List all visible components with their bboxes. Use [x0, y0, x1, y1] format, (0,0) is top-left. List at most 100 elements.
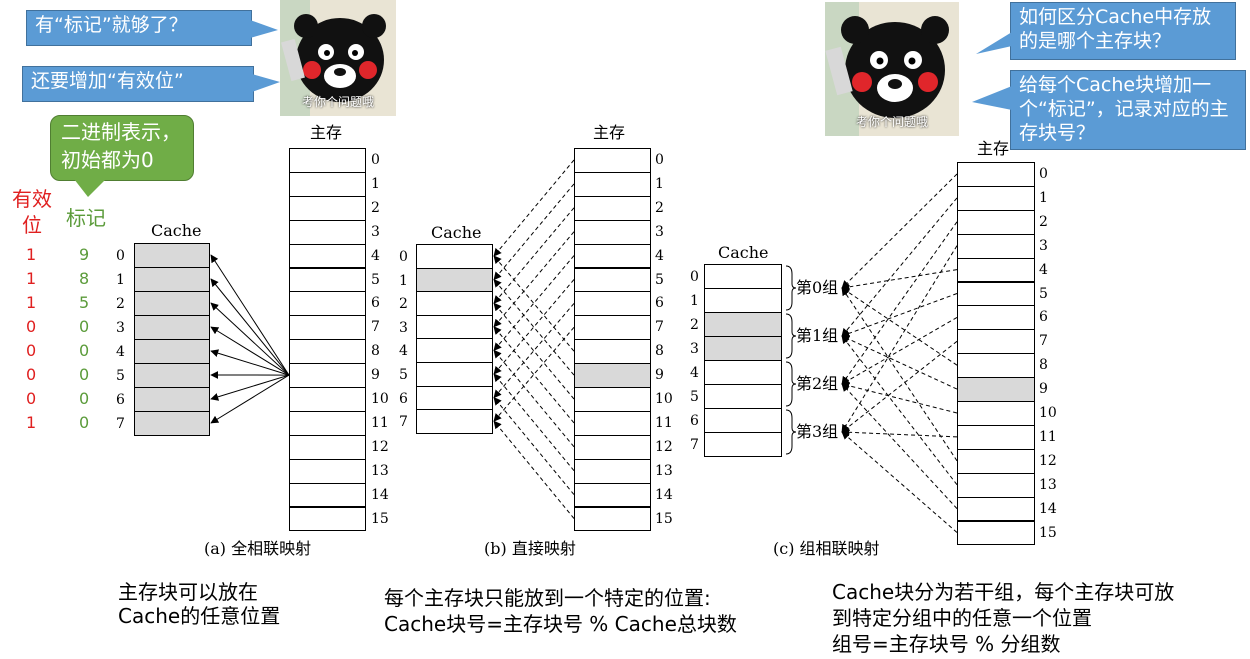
memory-index: 14 — [371, 486, 389, 503]
memory-index: 8 — [371, 343, 380, 360]
tag-value: 0 — [79, 413, 90, 432]
memory-index: 4 — [371, 247, 380, 264]
mapping-arrow — [493, 349, 575, 448]
mapping-arrow — [493, 302, 575, 400]
memory-block — [289, 434, 366, 460]
valid-bit: 0 — [26, 341, 37, 360]
cache-index: 7 — [116, 416, 125, 432]
mapping-arrow — [841, 431, 958, 533]
cache-label: Cache — [431, 223, 482, 242]
mapping-arrow — [210, 374, 290, 424]
memory-block — [957, 185, 1035, 211]
description-direct-line2: Cache块号=主存块号 % Cache总块数 — [384, 612, 737, 636]
mapping-arrow — [841, 173, 958, 289]
meme-caption: 考你个问题哦 — [301, 95, 374, 109]
cache-index: 5 — [690, 389, 699, 405]
memory-index: 3 — [1039, 237, 1048, 254]
memory-index: 9 — [655, 367, 664, 384]
memory-index: 3 — [655, 223, 664, 240]
mapping-arrow — [841, 316, 958, 385]
memory-block — [574, 171, 651, 197]
memory-block — [289, 267, 366, 293]
mapping-arrow — [841, 245, 958, 433]
description-fully-associative: 主存块可以放在Cache的任意位置 — [118, 580, 281, 628]
memory-block — [289, 506, 366, 532]
memory-block — [957, 353, 1035, 379]
cache-index: 0 — [399, 249, 408, 265]
cache-index: 2 — [399, 296, 408, 313]
memory-block — [289, 387, 366, 412]
cache-block — [134, 267, 210, 292]
memory-index: 11 — [1039, 428, 1057, 445]
bubble-tail — [252, 74, 280, 92]
group-brace — [785, 361, 797, 407]
memory-index: 12 — [1039, 452, 1057, 469]
mapping-arrow — [210, 278, 290, 376]
memory-block — [957, 305, 1035, 331]
cache-index: 0 — [690, 269, 699, 285]
cache-index: 1 — [690, 293, 699, 309]
cache-block — [704, 336, 782, 361]
memory-index: 2 — [371, 199, 380, 216]
caption-direct-mapped: (b) 直接映射 — [484, 539, 576, 558]
memory-block — [957, 257, 1035, 283]
memory-index: 6 — [371, 295, 380, 312]
cache-block — [416, 291, 493, 316]
cache-block — [704, 408, 782, 433]
valid-bit: 1 — [26, 269, 37, 288]
cache-block — [416, 267, 493, 293]
mapping-arrow — [493, 373, 575, 472]
main-memory-label: 主存 — [977, 139, 1010, 158]
cache-block — [416, 362, 493, 387]
memory-block — [957, 233, 1035, 259]
memory-block — [957, 448, 1035, 474]
mapping-arrow — [210, 374, 290, 401]
memory-index: 6 — [1039, 309, 1048, 326]
cache-index: 3 — [690, 341, 699, 357]
tag-value: 9 — [79, 245, 90, 264]
description-direct-line1: 每个主存块只能放到一个特定的位置: — [384, 586, 711, 610]
cache-block — [416, 244, 493, 269]
cache-label: Cache — [151, 221, 202, 240]
valid-bit: 1 — [26, 413, 37, 432]
memory-block — [574, 195, 651, 221]
memory-index: 8 — [655, 343, 664, 360]
memory-block — [957, 281, 1035, 307]
memory-index: 10 — [655, 391, 673, 407]
cache-index: 6 — [399, 390, 408, 407]
memory-index: 7 — [655, 319, 664, 336]
memory-block — [289, 363, 366, 388]
cache-block — [704, 432, 782, 457]
memory-index: 12 — [655, 438, 673, 455]
cache-index: 4 — [399, 343, 408, 360]
memory-index: 15 — [655, 510, 673, 527]
bear-face-icon — [280, 0, 396, 116]
mapping-arrow — [841, 335, 958, 486]
memory-block — [957, 162, 1035, 187]
cache-block — [704, 384, 782, 409]
group-brace — [785, 313, 797, 359]
cache-index: 1 — [116, 272, 125, 288]
memory-block — [574, 458, 651, 484]
mapping-arrow — [841, 381, 958, 414]
memory-index: 13 — [655, 462, 673, 479]
cache-block — [416, 338, 493, 363]
memory-block — [574, 434, 651, 460]
memory-index: 13 — [371, 462, 389, 479]
bubble-text: 有“标记”就够了？ — [35, 14, 188, 36]
group-label: 第3组 — [796, 422, 839, 441]
memory-block — [289, 243, 366, 269]
memory-index: 1 — [1039, 189, 1048, 206]
valid-bit: 0 — [26, 389, 37, 408]
memory-block — [574, 219, 651, 245]
memory-block — [289, 171, 366, 197]
cache-index: 3 — [116, 320, 125, 336]
memory-index: 4 — [1039, 261, 1048, 278]
cache-block — [704, 264, 782, 289]
memory-block — [957, 377, 1035, 402]
mapping-arrow — [210, 302, 290, 376]
bubble-text: 如何区分Cache中存放的是哪个主存块？ — [1019, 6, 1212, 52]
memory-index: 1 — [655, 175, 664, 192]
mapping-arrow — [841, 197, 958, 337]
